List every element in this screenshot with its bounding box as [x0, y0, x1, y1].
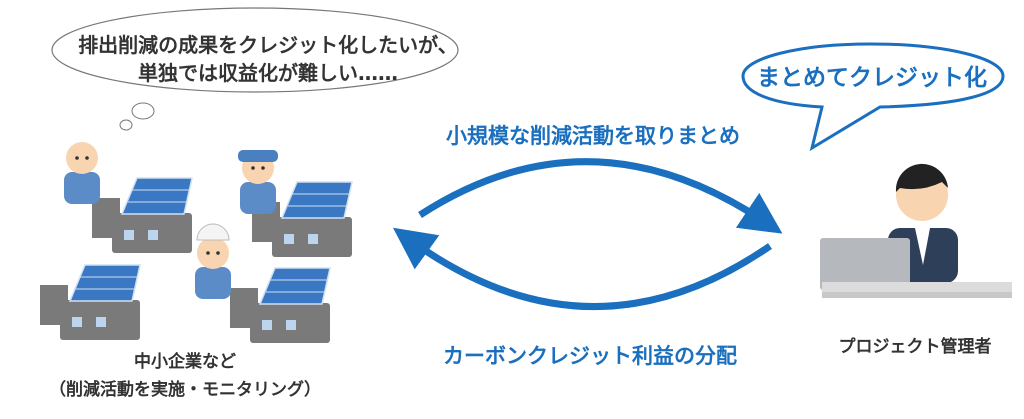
speech-text: まとめてクレジット化 — [757, 64, 987, 91]
small-businesses-illustration — [39, 142, 353, 344]
thought-line-1: 排出削減の成果をクレジット化したいが、 — [78, 33, 458, 57]
speech-bubble: まとめてクレジット化 — [741, 42, 1005, 152]
bottom-arrow — [392, 227, 772, 310]
thought-line-2: 単独では収益化が難しい…… — [138, 61, 398, 85]
project-manager-illustration — [820, 163, 1012, 298]
right-label: プロジェクト管理者 — [839, 336, 992, 357]
factory-icon — [229, 267, 331, 344]
left-label-line-1: 中小企業など — [134, 351, 236, 372]
top-arrow-label: 小規模な削減活動を取りまとめ — [446, 124, 740, 148]
factory-icon — [91, 177, 193, 254]
top-arrow — [418, 158, 783, 234]
left-label-line-2: （削減活動を実施・モニタリング） — [49, 379, 321, 400]
laptop-icon — [820, 238, 910, 290]
worker-icon — [64, 142, 100, 204]
worker-icon — [195, 237, 231, 299]
bottom-arrow-label: カーボンクレジット利益の分配 — [443, 344, 737, 368]
thought-bubble: 排出削減の成果をクレジット化したいが、 単独では収益化が難しい…… — [51, 7, 459, 131]
factory-icon — [39, 264, 141, 341]
